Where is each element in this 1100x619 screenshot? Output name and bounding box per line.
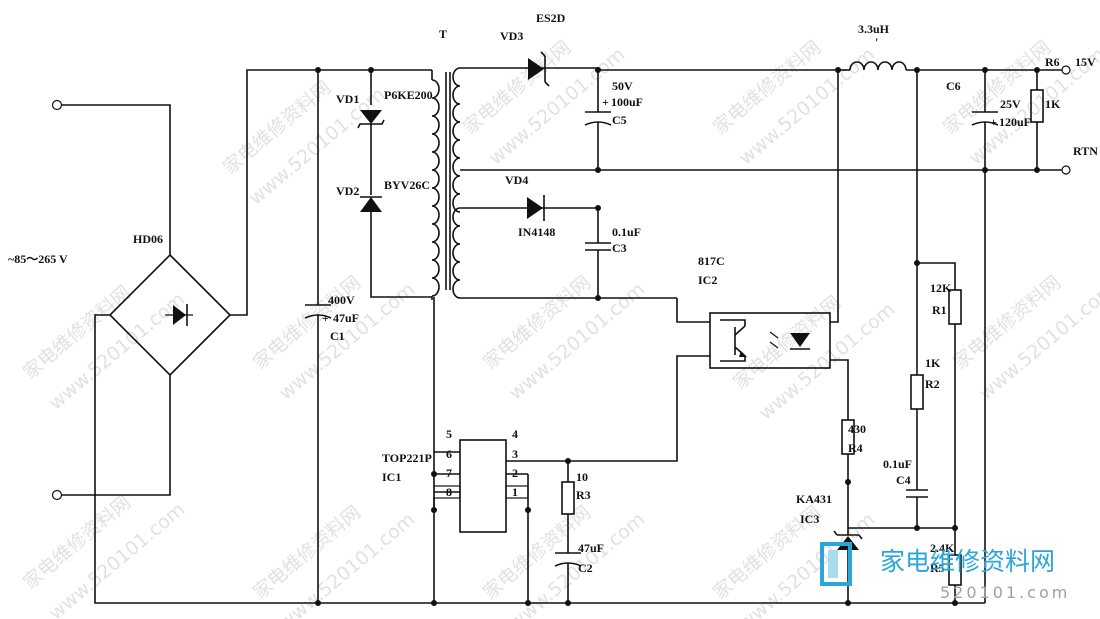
r3-ref: R3 xyxy=(576,488,591,502)
c1-ref: C1 xyxy=(330,329,345,343)
ic1-pin-5: 5 xyxy=(446,427,452,441)
output-terminal-15v[interactable] xyxy=(1061,65,1071,75)
opto-ref: IC2 xyxy=(698,273,717,287)
watermark-text: 家电维修资料网 xyxy=(249,501,365,603)
compensation-r3-c2: 10 R3 47uF C2 xyxy=(554,458,604,606)
c5-value: 100uF xyxy=(611,95,643,109)
svg-text:+: + xyxy=(322,311,329,325)
r4-value: 430 xyxy=(848,422,866,436)
controller-ic1: 5 4 6 3 7 2 8 1 TOP221P IC1 xyxy=(382,427,531,606)
output-rectifier-vd3: ES2D VD3 50V + 100uF C5 xyxy=(500,11,643,173)
ic1-ref: IC1 xyxy=(382,470,401,484)
watermark-text: 家电维修资料网 xyxy=(459,36,575,138)
capacitor-c1: 400V + 47uF C1 xyxy=(304,67,359,606)
ac-input: ~85～265 V xyxy=(8,99,171,501)
c4-value: 0.1uF xyxy=(883,457,912,471)
c1-value: 47uF xyxy=(333,311,359,325)
vd4-part: IN4148 xyxy=(518,225,555,239)
watermark-text: 家电维修资料网 xyxy=(729,291,845,393)
watermark-text: 家电维修资料网 xyxy=(949,271,1065,373)
transformer-label: T xyxy=(439,27,447,41)
transformer-t: T xyxy=(431,27,985,606)
c2-ref: C2 xyxy=(578,561,593,575)
brand-url: 520101.com xyxy=(940,583,1070,602)
input-voltage-label: ~85～265 V xyxy=(8,252,68,266)
ic1-pin-2: 2 xyxy=(512,466,518,480)
r1-ref: R1 xyxy=(932,303,947,317)
bridge-label: HD06 xyxy=(133,232,163,246)
brand-mark-icon xyxy=(820,542,852,586)
vd1-part: P6KE200 xyxy=(384,88,433,102)
opto-part: 817C xyxy=(698,254,725,268)
vd2-ref: VD2 xyxy=(336,184,359,198)
watermark-text: 家电维修资料网 xyxy=(19,491,135,593)
input-terminal-bottom[interactable] xyxy=(51,489,63,501)
ic3-ref: IC3 xyxy=(800,512,819,526)
output-terminal-rtn[interactable] xyxy=(1061,165,1071,175)
c5-ref: C5 xyxy=(612,113,627,127)
output-return: RTN xyxy=(1073,144,1098,158)
c6-rating: 25V xyxy=(1000,97,1021,111)
c3-ref: C3 xyxy=(612,241,627,255)
output-terminals: R6 15V 1K RTN xyxy=(985,55,1098,175)
c4-ref: C4 xyxy=(896,473,911,487)
ic1-part: TOP221P xyxy=(382,451,432,465)
optocoupler-ic2: 817C IC2 xyxy=(528,70,849,462)
c5-rating: 50V xyxy=(612,79,633,93)
svg-text:': ' xyxy=(875,35,878,49)
c6-ref: C6 xyxy=(946,79,961,93)
feedback-network: 12K R1 1K R2 0.1uF C4 2.4K R5 430 R4 KA4 xyxy=(796,260,962,606)
ic1-pin-1: 1 xyxy=(512,485,518,499)
r2-value: 1K xyxy=(925,356,941,370)
vd4-ref: VD4 xyxy=(505,173,528,187)
ic1-pin-8: 8 xyxy=(446,485,452,499)
watermark-text: 家电维修资料网 xyxy=(19,281,135,383)
clamp-network: VD1 P6KE200 VD2 BYV26C xyxy=(336,67,433,298)
ic1-pin-3: 3 xyxy=(512,447,518,461)
ic1-pin-7: 7 xyxy=(446,466,452,480)
watermark-text: 家电维修资料网 xyxy=(479,271,595,373)
c1-rating: 400V xyxy=(328,293,355,307)
r6-ref: R6 xyxy=(1045,55,1060,69)
brand-name: 家电维修资料网 xyxy=(880,547,1055,576)
r3-value: 10 xyxy=(576,470,588,484)
bias-rectifier-vd4: VD4 IN4148 0.1uF C3 xyxy=(505,173,641,301)
bridge-rectifier: HD06 xyxy=(94,69,985,604)
vd2-part: BYV26C xyxy=(384,178,430,192)
r5-value: 2.4K xyxy=(930,541,955,555)
ic1-pin-4: 4 xyxy=(512,427,518,441)
vd3-ref: VD3 xyxy=(500,29,523,43)
svg-text:+: + xyxy=(990,115,997,129)
vd3-part: ES2D xyxy=(536,11,566,25)
brand-logo: 家电维修资料网 520101.com xyxy=(820,542,1070,602)
inductor-value: 3.3uH xyxy=(858,22,890,36)
capacitor-c6: C6 25V + 120uF xyxy=(946,67,1031,603)
r5-ref: R5 xyxy=(930,561,945,575)
svg-text:+: + xyxy=(602,95,609,109)
output-voltage: 15V xyxy=(1075,55,1096,69)
watermark-text: 家电维修资料网 xyxy=(709,36,825,138)
c3-value: 0.1uF xyxy=(612,225,641,239)
ic1-pin-6: 6 xyxy=(446,447,452,461)
r1-value: 12K xyxy=(930,281,952,295)
r6-value: 1K xyxy=(1045,97,1061,111)
c6-value: 120uF xyxy=(999,115,1031,129)
vd1-ref: VD1 xyxy=(336,92,359,106)
input-terminal-top[interactable] xyxy=(51,99,63,111)
r4-ref: R4 xyxy=(848,441,863,455)
ic3-part: KA431 xyxy=(796,492,832,506)
c2-value: 47uF xyxy=(578,541,604,555)
r2-ref: R2 xyxy=(925,377,940,391)
